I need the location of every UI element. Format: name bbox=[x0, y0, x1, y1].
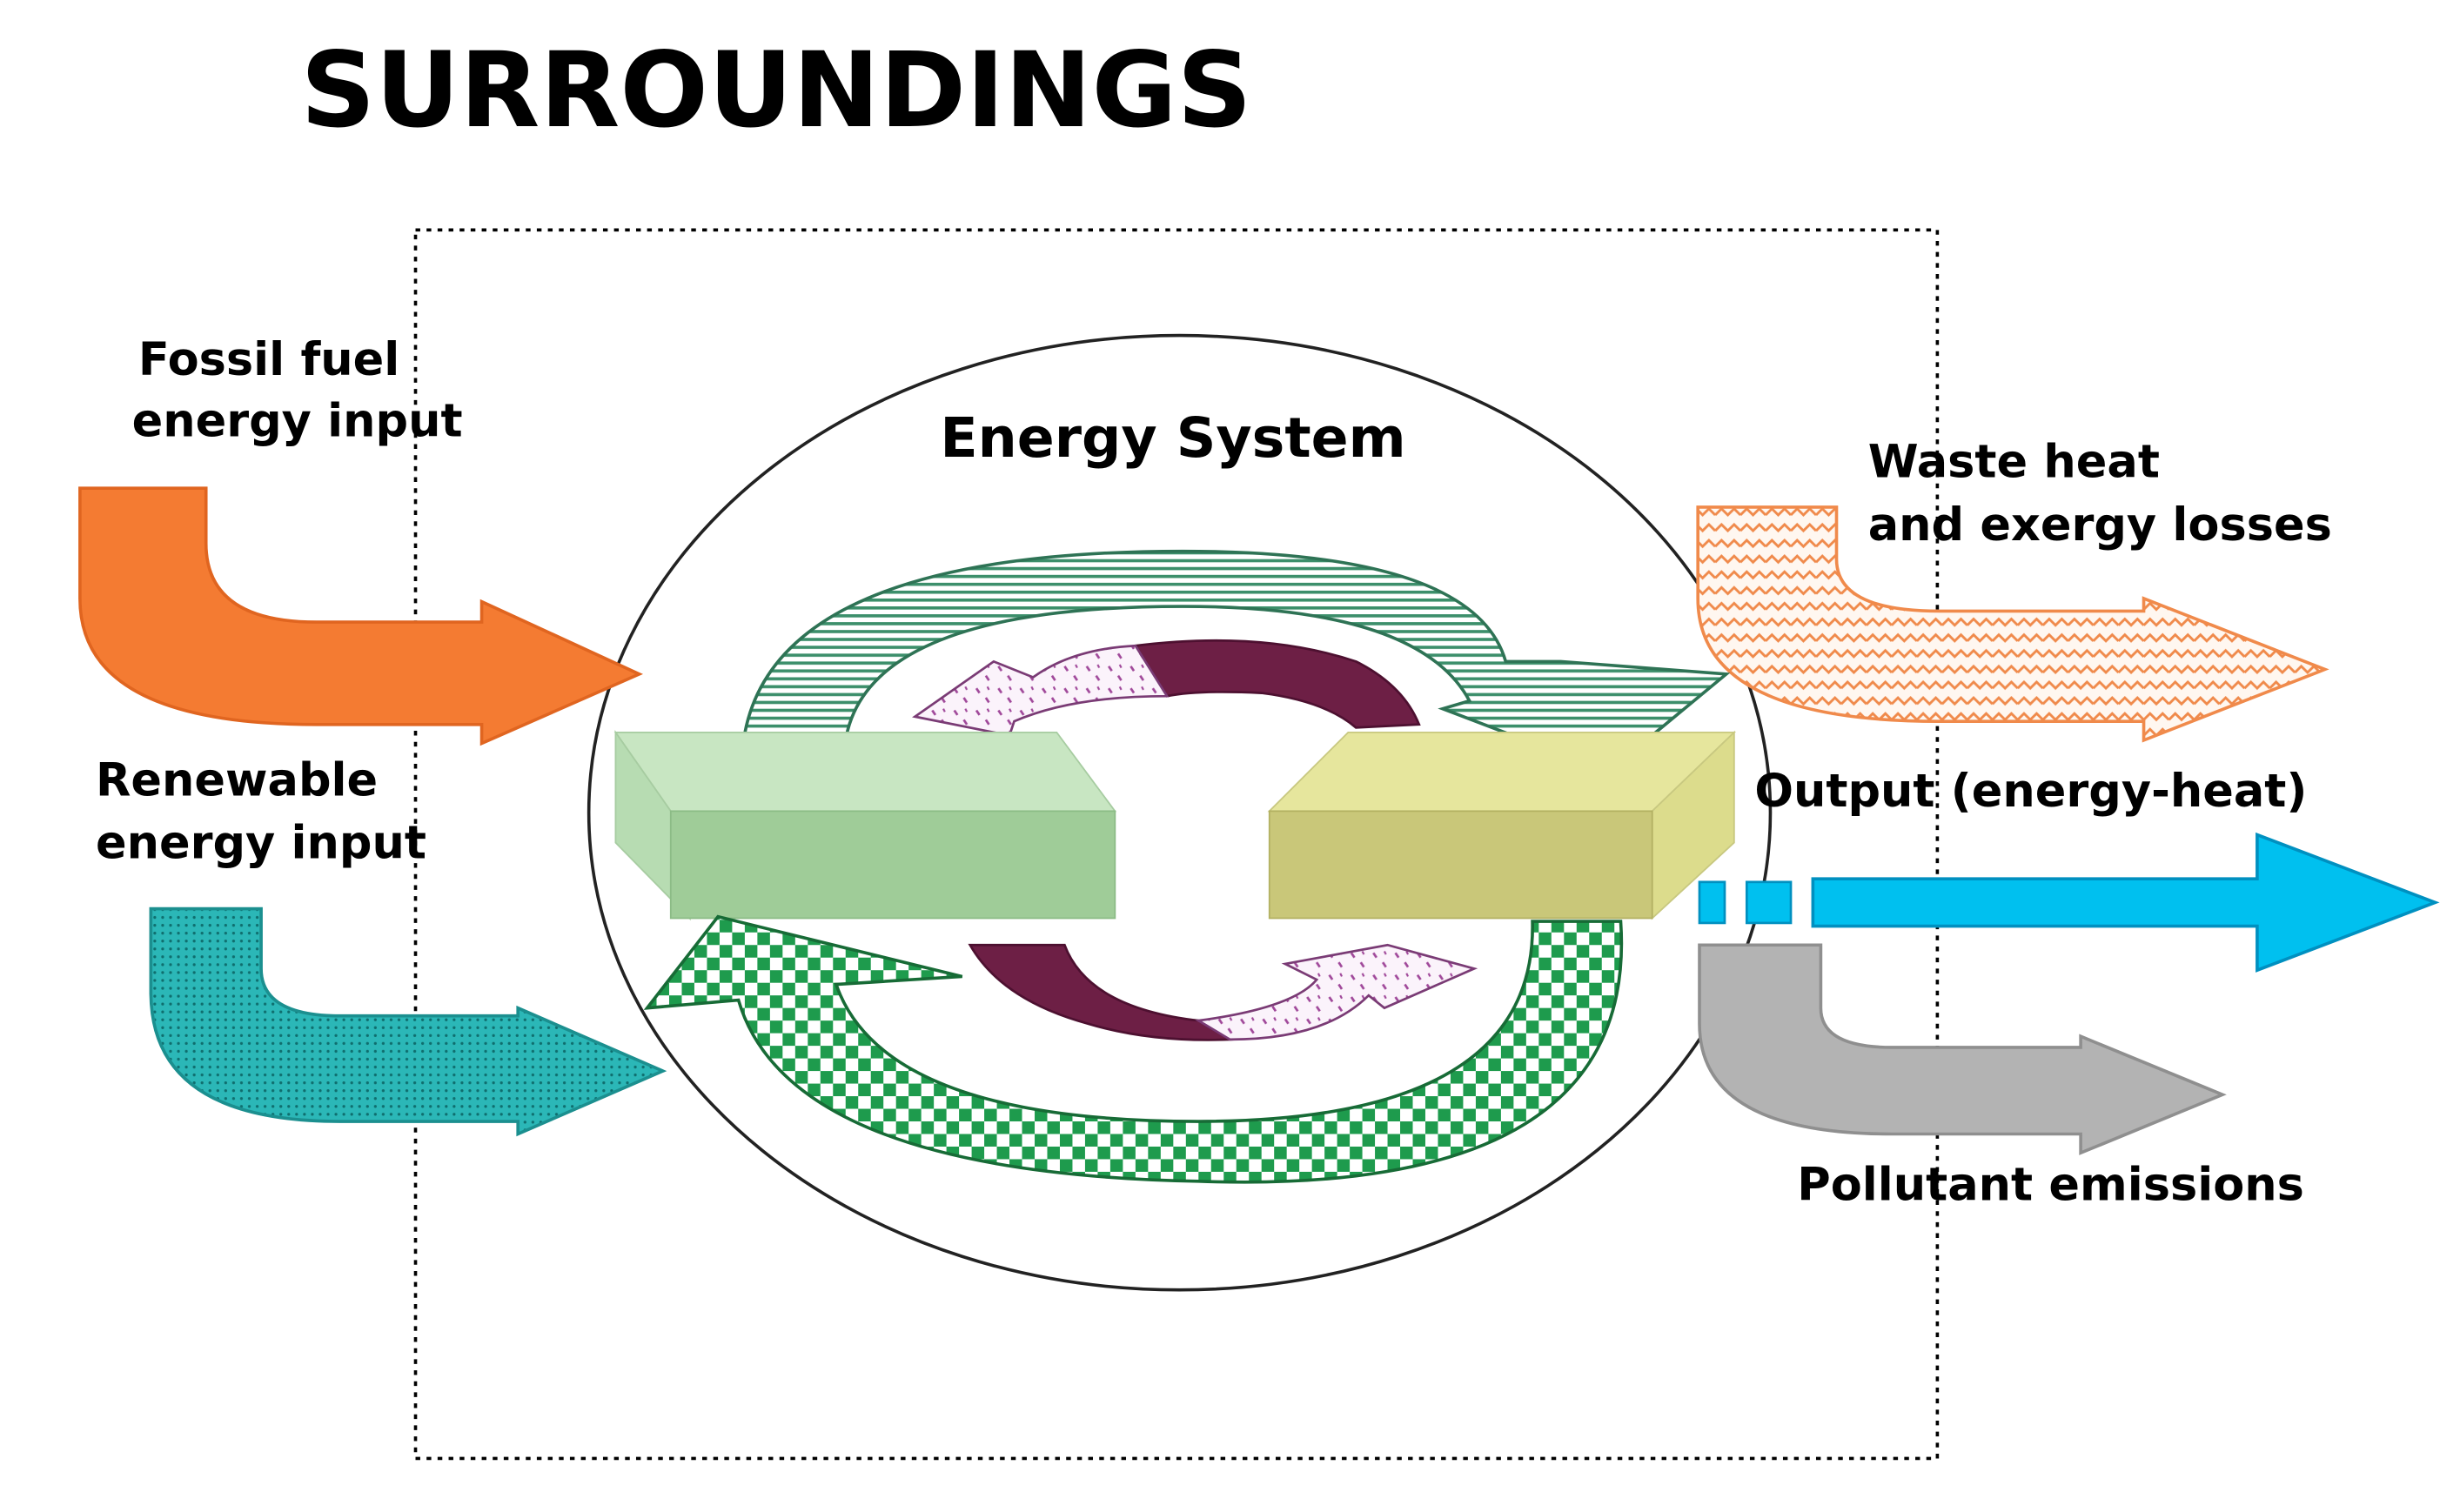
pollutant-arrow-icon bbox=[1698, 943, 2227, 1155]
left-block-front bbox=[669, 810, 1116, 920]
left-block-top bbox=[613, 731, 1117, 813]
inner-top-right-arrow-icon bbox=[1133, 639, 1421, 729]
surroundings-label: SURROUNDINGS bbox=[300, 30, 1251, 151]
output-dash-1 bbox=[1698, 880, 1726, 925]
renewable-label-line1: Renewable bbox=[96, 753, 378, 806]
output-dash-2 bbox=[1745, 880, 1793, 925]
system-boundary bbox=[413, 228, 1940, 1461]
fossil-label-line2: energy input bbox=[132, 394, 463, 447]
fossil-label-line1: Fossil fuel bbox=[138, 333, 399, 386]
fossil-fuel-arrow-icon bbox=[78, 486, 644, 746]
waste-label-line2: and exergy losses bbox=[1868, 498, 2332, 552]
top-cycle-arrow-icon bbox=[740, 549, 1731, 774]
energy-system-label: Energy System bbox=[940, 405, 1405, 470]
renewable-arrow-icon bbox=[149, 907, 667, 1137]
inner-bottom-left-arrow-icon bbox=[968, 943, 1235, 1041]
output-label: Output (energy-heat) bbox=[1754, 765, 2307, 818]
waste-label-line1: Waste heat bbox=[1868, 436, 2160, 489]
right-block-front bbox=[1268, 810, 1653, 920]
pollutant-label: Pollutant emissions bbox=[1797, 1159, 2304, 1212]
renewable-label-line2: energy input bbox=[96, 817, 426, 870]
bottom-cycle-arrow-icon bbox=[643, 914, 1624, 1184]
inner-top-left-arrow-icon bbox=[912, 644, 1170, 738]
energy-system-ellipse bbox=[587, 333, 1773, 1292]
output-arrow-icon bbox=[1811, 832, 2440, 973]
waste-heat-arrow-icon bbox=[1696, 505, 2329, 743]
inner-bottom-right-arrow-icon bbox=[1195, 943, 1478, 1041]
